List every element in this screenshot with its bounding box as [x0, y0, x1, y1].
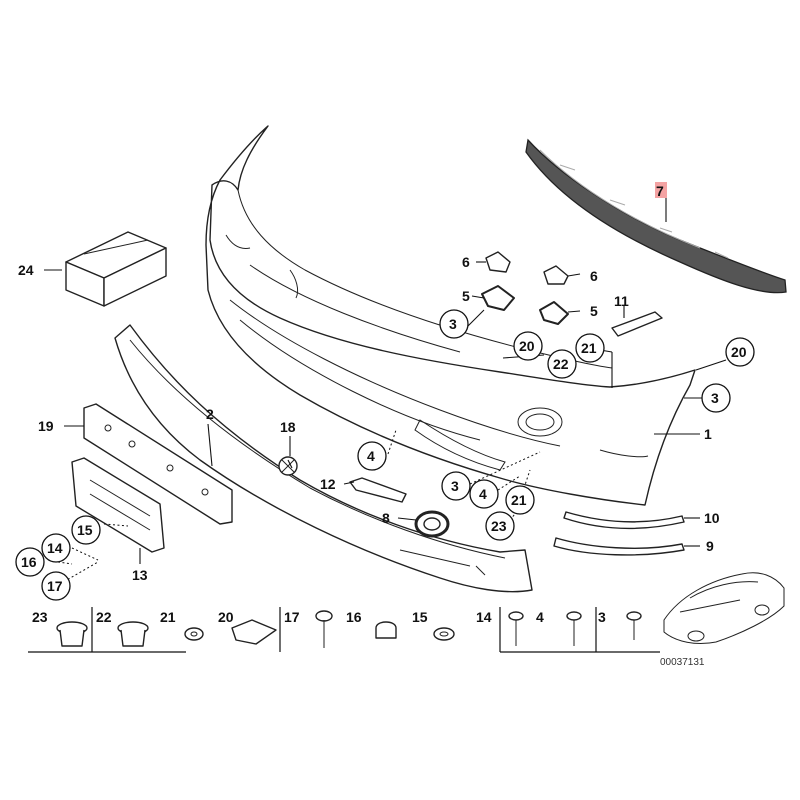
- label-bottom-16: 16: [346, 609, 362, 625]
- label-bottom-14: 14: [476, 609, 492, 625]
- screw-part-18[interactable]: [278, 456, 298, 476]
- license-plate-bracket-part-13[interactable]: [71, 457, 165, 553]
- label-bottom-20: 20: [218, 609, 234, 625]
- label-1: 1: [704, 426, 712, 442]
- label-6-right: 6: [590, 268, 598, 284]
- label-4-circ-a: 4: [367, 448, 375, 464]
- label-14-circ: 14: [47, 540, 63, 556]
- hardware-part-23[interactable]: [56, 621, 88, 647]
- strip-part-9[interactable]: [553, 537, 685, 556]
- reinforcement-bar-part-7[interactable]: [525, 138, 787, 294]
- bumper-cover-part-1[interactable]: [205, 125, 696, 506]
- car-thumbnail: [663, 572, 785, 645]
- hardware-part-15[interactable]: [433, 627, 455, 641]
- hardware-part-20[interactable]: [231, 619, 277, 645]
- label-15-circ: 15: [77, 522, 93, 538]
- hardware-part-21[interactable]: [184, 627, 204, 641]
- label-2: 2: [206, 406, 214, 422]
- hardware-part-4[interactable]: [566, 611, 582, 646]
- label-bottom-21: 21: [160, 609, 176, 625]
- label-8: 8: [382, 510, 390, 526]
- label-3-circ-a: 3: [449, 316, 457, 332]
- label-6-left: 6: [462, 254, 470, 270]
- label-bottom-23: 23: [32, 609, 48, 625]
- reflector-part-12[interactable]: [349, 477, 407, 503]
- label-19: 19: [38, 418, 54, 434]
- label-23-circ: 23: [491, 518, 507, 534]
- license-plate-base-part-19[interactable]: [83, 403, 233, 525]
- label-5-right: 5: [590, 303, 598, 319]
- hardware-part-14[interactable]: [508, 611, 524, 646]
- hardware-part-17[interactable]: [315, 610, 333, 648]
- hardware-part-3[interactable]: [626, 611, 642, 640]
- label-20-circ-b: 20: [731, 344, 747, 360]
- part-labels: 7 6 6 5 5 11 1 18 12 8 10 9 24 19 2 13 2…: [18, 182, 720, 625]
- label-24: 24: [18, 262, 34, 278]
- ring-part-8[interactable]: [414, 510, 450, 538]
- label-bottom-17: 17: [284, 609, 300, 625]
- cap-part-6-left[interactable]: [485, 251, 511, 273]
- label-13: 13: [132, 567, 148, 583]
- label-5-left: 5: [462, 288, 470, 304]
- cover-part-5-left[interactable]: [481, 285, 515, 311]
- label-bottom-15: 15: [412, 609, 428, 625]
- label-4-circ-b: 4: [479, 486, 487, 502]
- highlight-7: [655, 182, 667, 198]
- label-bottom-4: 4: [536, 609, 544, 625]
- label-21-circ-b: 21: [511, 492, 527, 508]
- label-3-circ-c: 3: [451, 478, 459, 494]
- hardware-part-22[interactable]: [117, 621, 149, 647]
- cap-part-6-right[interactable]: [543, 265, 569, 285]
- bracket-part-11[interactable]: [611, 311, 663, 337]
- label-10: 10: [704, 510, 720, 526]
- label-18: 18: [280, 419, 296, 435]
- label-20-circ-a: 20: [519, 338, 535, 354]
- label-3-circ-b: 3: [711, 390, 719, 406]
- lower-trim-part-2[interactable]: [114, 324, 533, 593]
- label-11: 11: [614, 293, 629, 309]
- diagram-id: 00037131: [660, 657, 705, 668]
- label-9: 9: [706, 538, 714, 554]
- label-bottom-3: 3: [598, 609, 606, 625]
- label-12: 12: [320, 476, 336, 492]
- label-bottom-22: 22: [96, 609, 112, 625]
- box-part-24[interactable]: [65, 231, 167, 307]
- cover-part-5-right[interactable]: [539, 301, 569, 325]
- circled-labels: 3 20 22 21 20 3 4 3 4 21 23 15 14 16 17: [15, 309, 755, 601]
- label-22-circ: 22: [553, 356, 569, 372]
- label-17-circ: 17: [47, 578, 63, 594]
- label-16-circ: 16: [21, 554, 37, 570]
- label-21-circ-a: 21: [581, 340, 597, 356]
- hardware-part-16[interactable]: [375, 621, 397, 639]
- label-7: 7: [656, 183, 664, 199]
- strip-part-10[interactable]: [563, 511, 685, 530]
